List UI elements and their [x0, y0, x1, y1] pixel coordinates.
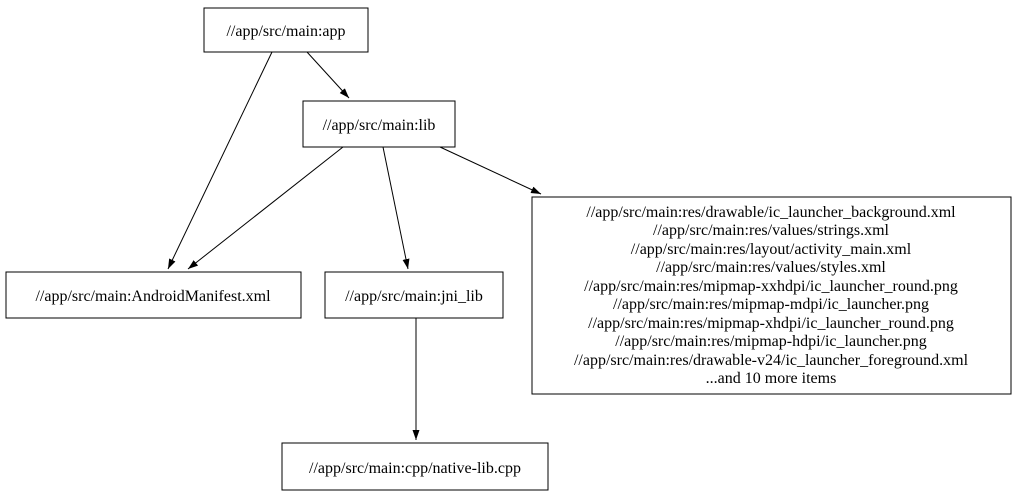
node-android-manifest-label: //app/src/main:AndroidManifest.xml — [35, 288, 271, 305]
node-app-box — [203, 7, 369, 53]
node-resources-line: //app/src/main:res/mipmap-xxhdpi/ic_laun… — [584, 278, 958, 295]
node-native-lib-cpp: //app/src/main:cpp/native-lib.cpp — [281, 442, 549, 491]
node-resources-line: //app/src/main:res/values/styles.xml — [656, 259, 886, 276]
edge-app-to-manifest — [167, 51, 273, 270]
node-resources: //app/src/main:res/drawable/ic_launcher_… — [531, 196, 1012, 395]
node-native-lib-cpp-label: //app/src/main:cpp/native-lib.cpp — [309, 460, 521, 477]
node-lib-box — [302, 100, 456, 148]
node-android-manifest: //app/src/main:AndroidManifest.xml — [5, 271, 302, 319]
node-resources-line: //app/src/main:res/drawable-v24/ic_launc… — [574, 352, 969, 369]
node-lib: //app/src/main:lib — [302, 100, 456, 148]
edge-lib-to-manifest — [187, 146, 344, 270]
node-resources-box — [531, 196, 1012, 395]
node-lib-label: //app/src/main:lib — [323, 117, 436, 134]
edges — [167, 51, 542, 440]
node-resources-more-items: ...and 10 more items — [706, 370, 837, 387]
node-resources-line: //app/src/main:res/mipmap-mdpi/ic_launch… — [613, 296, 929, 313]
edge-lib-to-resources — [439, 146, 542, 195]
node-jni-lib-box — [324, 271, 504, 319]
node-app-label: //app/src/main:app — [226, 23, 345, 40]
node-resources-line: //app/src/main:res/layout/activity_main.… — [631, 241, 912, 258]
node-resources-line: //app/src/main:res/mipmap-hdpi/ic_launch… — [615, 333, 926, 350]
node-resources-line: //app/src/main:res/values/strings.xml — [653, 222, 890, 239]
node-app: //app/src/main:app — [203, 7, 369, 53]
node-resources-line: //app/src/main:res/drawable/ic_launcher_… — [586, 204, 956, 221]
node-jni-lib: //app/src/main:jni_lib — [324, 271, 504, 319]
edge-app-to-lib — [306, 51, 350, 99]
node-android-manifest-box — [5, 271, 302, 319]
edge-lib-to-jni-lib — [382, 146, 410, 270]
node-native-lib-cpp-box — [281, 442, 549, 491]
node-jni-lib-label: //app/src/main:jni_lib — [345, 288, 483, 305]
node-resources-line: //app/src/main:res/mipmap-xhdpi/ic_launc… — [588, 315, 954, 332]
